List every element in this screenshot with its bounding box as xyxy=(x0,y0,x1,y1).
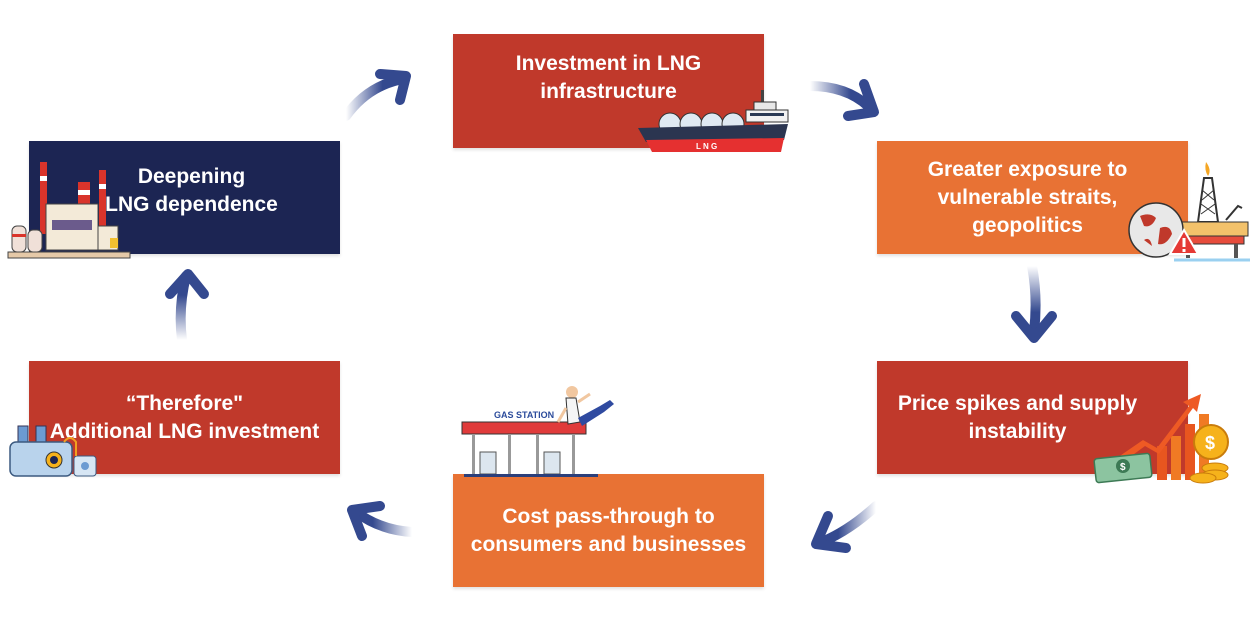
step-additional-investment-box: “Therefore" Additional LNG investment xyxy=(29,361,340,474)
gas-station-sign-text: GAS STATION xyxy=(494,410,554,420)
svg-text:$: $ xyxy=(1120,462,1126,473)
globe-warning-oil-rig-icon xyxy=(1128,162,1250,262)
arrow-dependence-to-investment xyxy=(341,69,411,121)
svg-text:$: $ xyxy=(1205,433,1215,453)
arrow-exposure-to-price-spikes xyxy=(1011,262,1057,343)
ship-hull-text: L N G xyxy=(696,142,717,151)
step-exposure-label: Greater exposure to vulnerable straits, … xyxy=(927,157,1128,237)
step-price-spikes-label: Price spikes and supply instability xyxy=(897,391,1138,443)
lng-tanker-ship-icon: L N G xyxy=(638,90,789,152)
storage-tanks-icon xyxy=(9,425,97,477)
step-cost-pass-through-label: Cost pass-through to consumers and busin… xyxy=(470,504,747,556)
step-cost-pass-through-box: Cost pass-through to consumers and busin… xyxy=(453,474,764,587)
step-dependence-label: Deepening LNG dependence xyxy=(105,164,278,216)
arrow-cost-to-additional-investment xyxy=(347,501,416,541)
step-investment-box: Investment in LNG infrastructure xyxy=(453,34,764,148)
step-additional-investment-label: “Therefore" Additional LNG investment xyxy=(49,391,320,443)
step-investment-label: Investment in LNG infrastructure xyxy=(515,52,702,103)
arrow-price-spikes-to-cost xyxy=(811,501,881,553)
money-rising-chart-icon: $ $ xyxy=(1093,394,1229,484)
gas-station-falling-man-icon: GAS STATION xyxy=(461,386,614,477)
factory-icon xyxy=(7,162,131,259)
arrow-investment-to-exposure xyxy=(806,79,879,121)
arrow-additional-investment-to-dependence xyxy=(165,269,209,344)
